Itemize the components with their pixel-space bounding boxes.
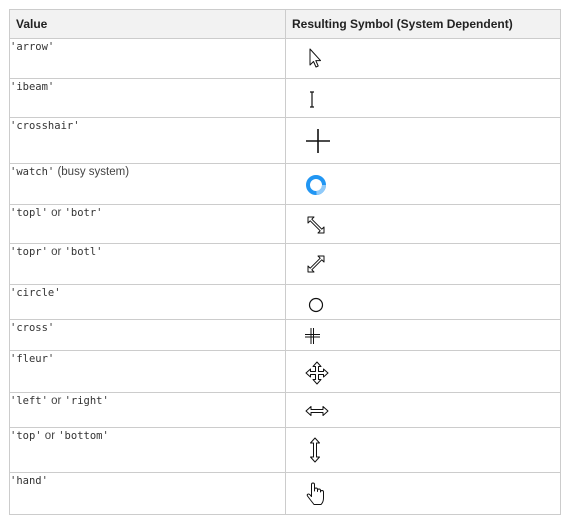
symbol-cell: [285, 392, 561, 428]
value-code: 'topl': [10, 207, 48, 219]
value-code-alt: 'bottom': [58, 430, 109, 442]
value-cell: 'topl' or 'botr': [9, 204, 286, 244]
value-code-alt: 'botl': [64, 246, 103, 258]
table-row: 'crosshair': [9, 117, 561, 164]
header-resulting-symbol: Resulting Symbol (System Dependent): [285, 9, 561, 39]
table-header-row: Value Resulting Symbol (System Dependent…: [9, 9, 561, 39]
value-cell: 'left' or 'right': [9, 392, 286, 428]
header-value: Value: [9, 9, 286, 39]
crosshair-cursor-icon: [306, 129, 330, 153]
watch-busy-cursor-icon: [306, 175, 326, 195]
value-code: 'top': [10, 430, 42, 442]
table-row: 'topr' or 'botl': [9, 243, 561, 285]
value-connector: or: [41, 430, 59, 442]
value-code: 'cross': [10, 322, 55, 334]
table-row: 'fleur': [9, 350, 561, 393]
resize-nwse-cursor-icon: [307, 216, 325, 234]
value-cell: 'circle': [9, 284, 286, 320]
value-code: 'left': [10, 395, 48, 407]
value-code: 'crosshair': [10, 120, 80, 132]
value-code-alt: 'botr': [64, 207, 103, 219]
table-row: 'hand': [9, 472, 561, 515]
value-connector: or: [47, 246, 65, 258]
value-code-alt: 'right': [64, 395, 109, 407]
symbol-cell: [285, 204, 561, 244]
value-cell: 'watch' (busy system): [9, 163, 286, 205]
symbol-cell: [285, 38, 561, 79]
cursor-value-table: Value Resulting Symbol (System Dependent…: [9, 9, 561, 515]
ibeam-cursor-icon: [310, 91, 314, 108]
symbol-cell: [285, 350, 561, 393]
value-cell: 'topr' or 'botl': [9, 243, 286, 285]
table-row: 'watch' (busy system): [9, 163, 561, 205]
value-code: 'fleur': [10, 353, 55, 365]
symbol-cell: [285, 319, 561, 351]
value-connector: or: [47, 395, 65, 407]
value-cell: 'top' or 'bottom': [9, 427, 286, 473]
table-row: 'topl' or 'botr': [9, 204, 561, 244]
table-row: 'arrow': [9, 38, 561, 79]
value-cell: 'hand': [9, 472, 286, 515]
table-row: 'ibeam': [9, 78, 561, 118]
resize-vertical-cursor-icon: [310, 437, 320, 463]
symbol-cell: [285, 163, 561, 205]
table-row: 'cross': [9, 319, 561, 351]
value-code: 'arrow': [10, 41, 55, 53]
value-code: 'hand': [10, 475, 48, 487]
arrow-cursor-icon: [309, 48, 321, 68]
table-row: 'top' or 'bottom': [9, 427, 561, 473]
fleur-move-cursor-icon: [305, 361, 329, 385]
circle-cursor-icon: [308, 297, 324, 313]
value-code: 'circle': [10, 287, 61, 299]
value-code: 'topr': [10, 246, 48, 258]
value-cell: 'crosshair': [9, 117, 286, 164]
resize-nesw-cursor-icon: [307, 255, 325, 273]
resize-horizontal-cursor-icon: [305, 406, 329, 416]
value-cell: 'ibeam': [9, 78, 286, 118]
symbol-cell: [285, 427, 561, 473]
symbol-cell: [285, 284, 561, 320]
value-connector: or: [47, 207, 65, 219]
value-cell: 'fleur': [9, 350, 286, 393]
symbol-cell: [285, 243, 561, 285]
hand-cursor-icon: [306, 482, 324, 505]
table-row: 'left' or 'right': [9, 392, 561, 428]
value-cell: 'cross': [9, 319, 286, 351]
value-code: 'watch': [10, 166, 55, 178]
cross-cursor-icon: [305, 328, 320, 344]
symbol-cell: [285, 117, 561, 164]
symbol-cell: [285, 78, 561, 118]
value-code: 'ibeam': [10, 81, 55, 93]
symbol-cell: [285, 472, 561, 515]
value-note: (busy system): [54, 166, 130, 178]
table-row: 'circle': [9, 284, 561, 320]
value-cell: 'arrow': [9, 38, 286, 79]
